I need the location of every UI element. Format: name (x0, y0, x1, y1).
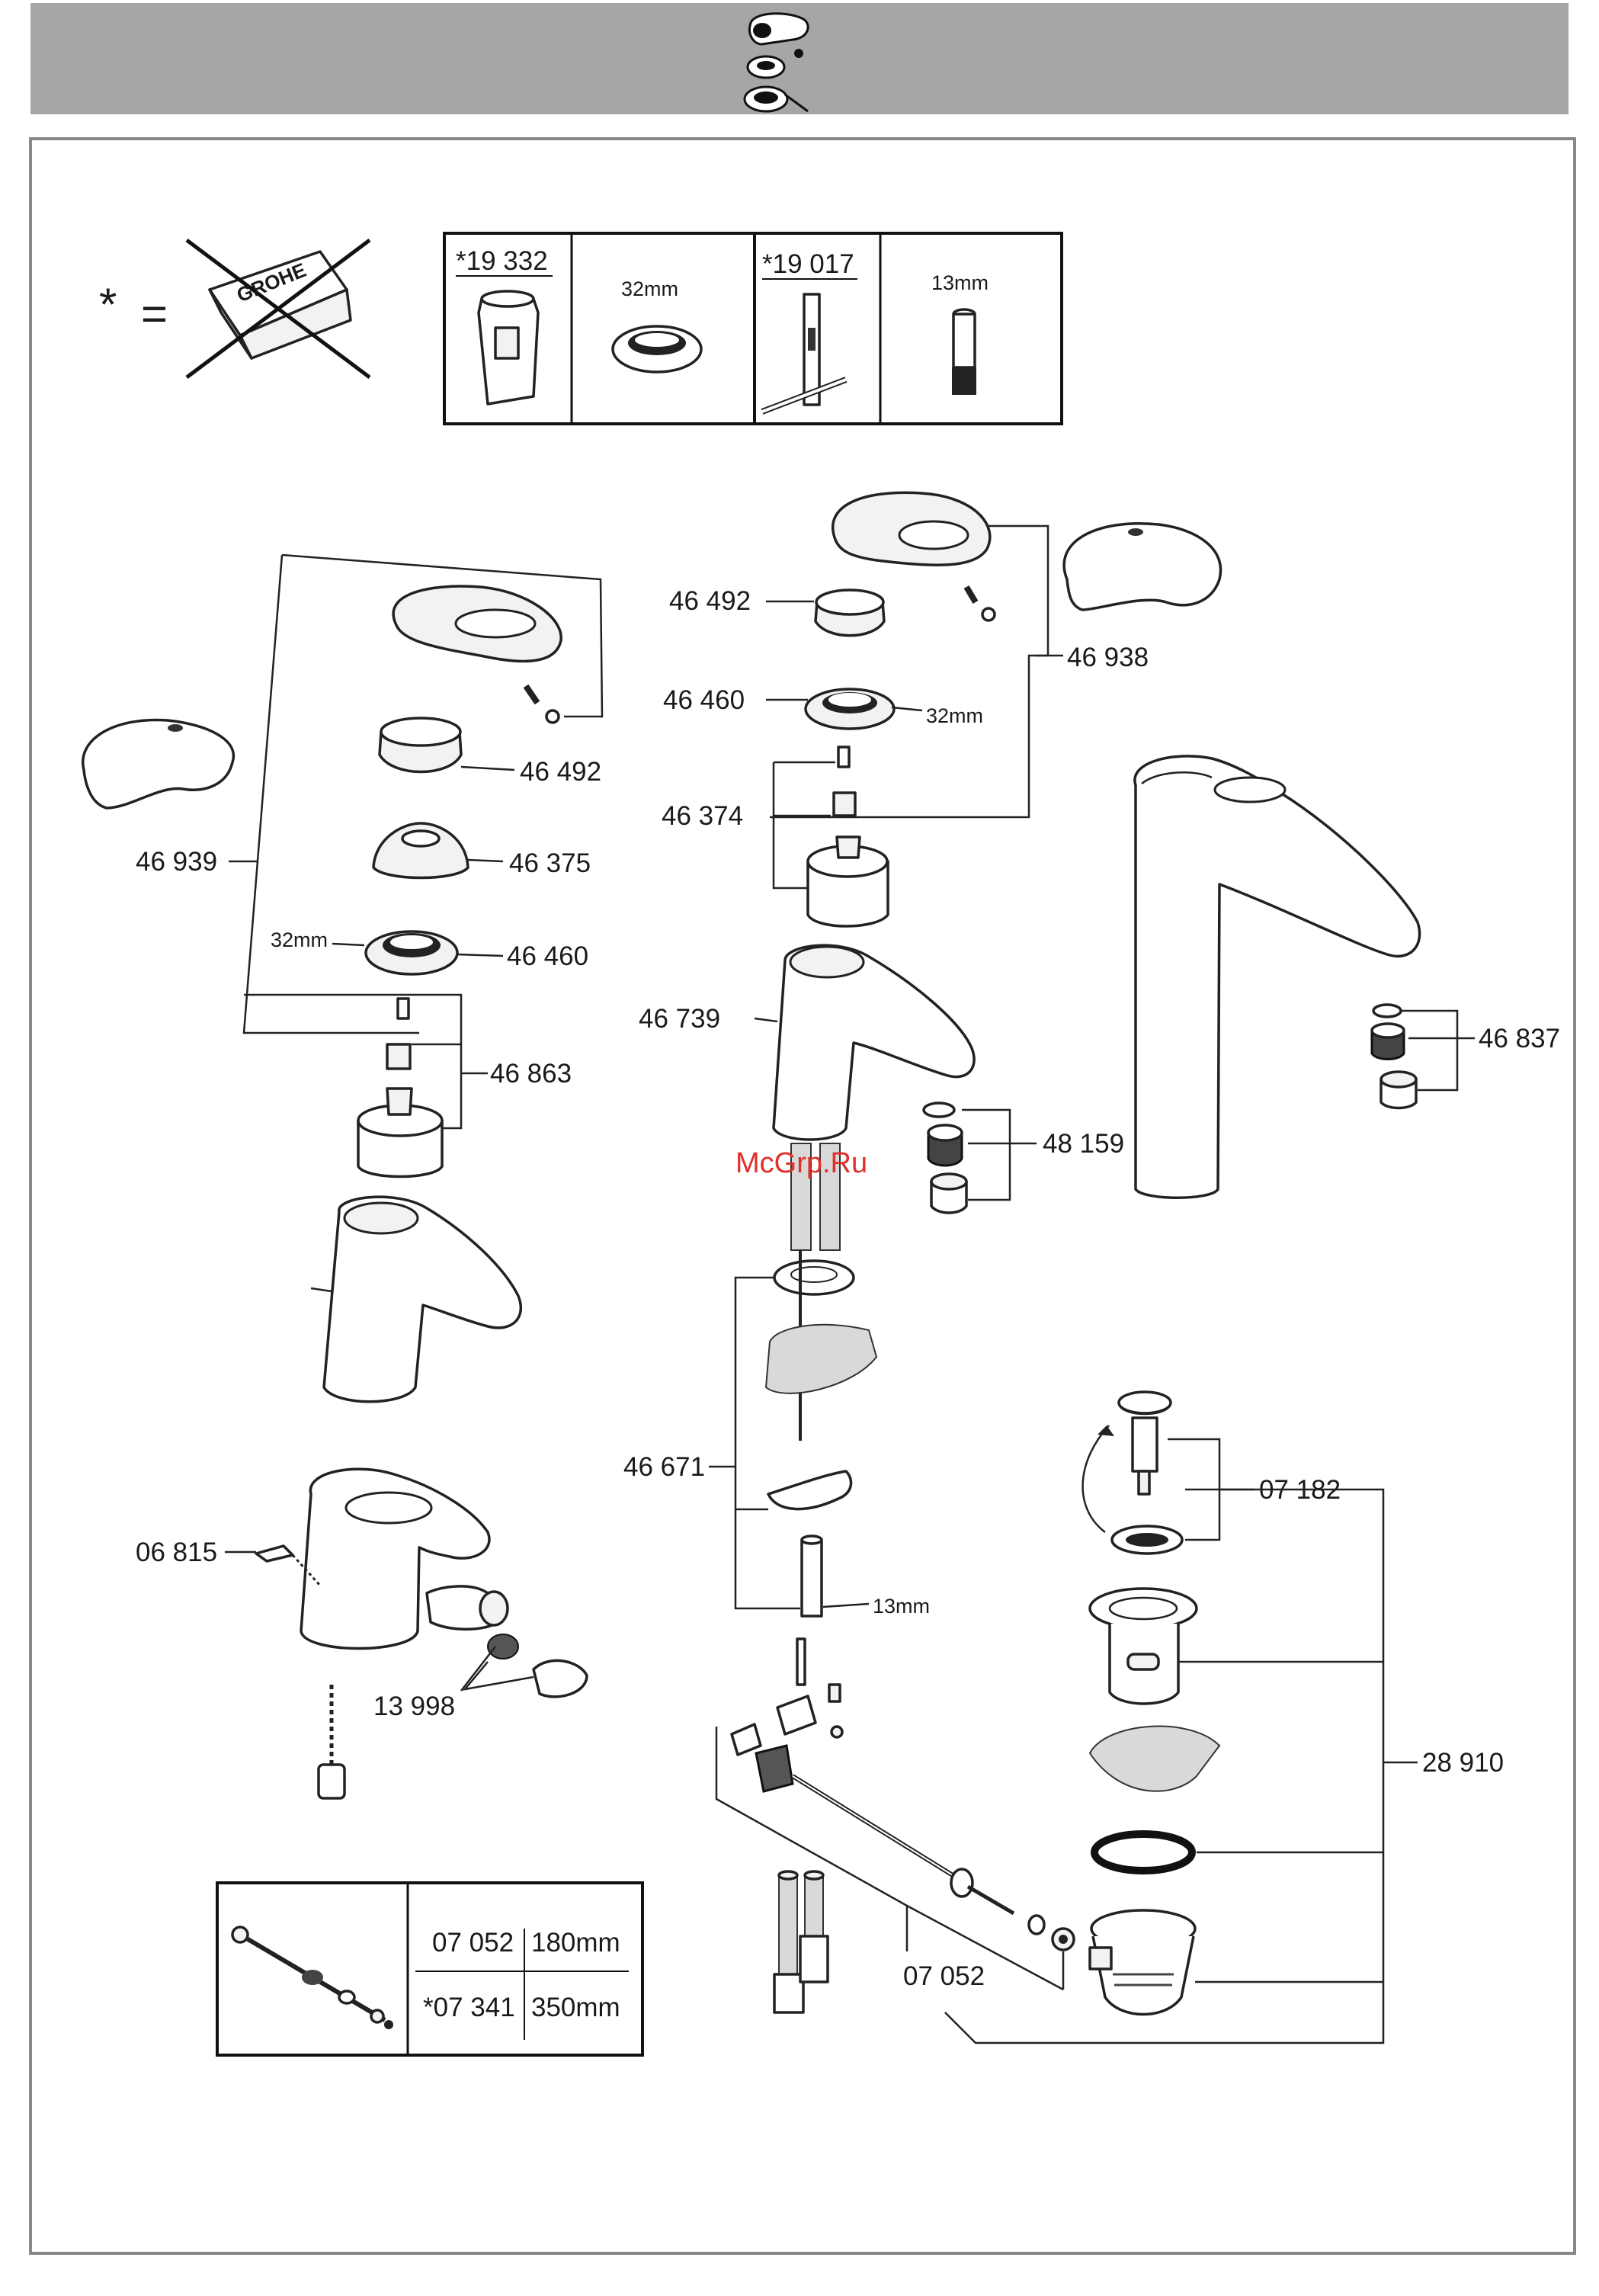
label-46671: 46 671 (623, 1452, 705, 1482)
label-46837: 46 837 (1479, 1024, 1560, 1053)
tools-table: *19 332 32mm *19 017 13mm (444, 233, 1062, 424)
label-46863: 46 863 (490, 1059, 572, 1089)
rod-code-2: *07 341 (423, 1993, 515, 2022)
label-46374: 46 374 (662, 801, 743, 831)
label-13998: 13 998 (373, 1692, 455, 1721)
aerator-48159 (924, 1103, 966, 1213)
rod-table: 07 052 180mm *07 341 350mm (217, 1883, 642, 2055)
label-06815: 06 815 (136, 1538, 217, 1567)
tool-size-32mm: 32mm (621, 277, 678, 300)
label-46375: 46 375 (509, 848, 591, 878)
aerator-46837 (1372, 1005, 1416, 1108)
label-32mm-right: 32mm (926, 704, 983, 727)
tool-code-19332: *19 332 (456, 246, 548, 276)
flex-hoses (774, 1871, 828, 2012)
watermark: McGrp.Ru (735, 1147, 867, 1179)
mixer-body-left (311, 1197, 521, 1402)
legend-star: * (99, 279, 117, 330)
rod-code-1: 07 052 (432, 1928, 514, 1958)
label-32mm-left: 32mm (271, 928, 328, 951)
label-48159: 48 159 (1043, 1129, 1124, 1159)
legend-equals: = (141, 288, 168, 339)
rod-length-2: 350mm (531, 1993, 620, 2022)
label-07052: 07 052 (903, 1961, 985, 1991)
label-46492-left: 46 492 (520, 757, 601, 787)
pull-rod-chain (319, 1685, 344, 1798)
crossed-out-box-icon: GROHE (187, 240, 370, 377)
cap-46492-right (816, 590, 884, 636)
dome-46375 (373, 823, 468, 878)
tall-mixer-body (1135, 756, 1420, 1198)
handle-46939-left (393, 586, 561, 723)
cartridge-46374 (808, 747, 888, 926)
tool-size-13mm: 13mm (931, 271, 989, 294)
label-13mm: 13mm (873, 1595, 930, 1618)
popup-plug-07182 (1083, 1392, 1182, 1554)
cap-46492-left (380, 718, 461, 772)
fixing-set-46671 (766, 1250, 876, 1616)
cartridge-46863 (358, 999, 442, 1177)
handle-cover-alt (1064, 524, 1220, 610)
tool-code-19017: *19 017 (762, 249, 854, 279)
nut-46460-left (366, 932, 457, 974)
label-46460-right: 46 460 (663, 685, 745, 715)
cartridge-tool-icon (479, 291, 538, 404)
rod-length-1: 180mm (531, 1928, 620, 1958)
waste-body-28910 (1090, 1589, 1219, 2015)
label-28910: 28 910 (1422, 1748, 1504, 1778)
label-46492-right: 46 492 (669, 586, 751, 616)
handle-cover-left (83, 720, 234, 808)
socket-icon (952, 309, 976, 395)
label-46739: 46 739 (639, 1004, 720, 1034)
nut-46460-right (806, 689, 894, 729)
label-46460-left: 46 460 (507, 941, 588, 971)
ring-nut-icon (613, 326, 701, 372)
bidet-body (256, 1469, 587, 1697)
label-46938: 46 938 (1067, 643, 1149, 672)
label-46939: 46 939 (136, 847, 217, 877)
